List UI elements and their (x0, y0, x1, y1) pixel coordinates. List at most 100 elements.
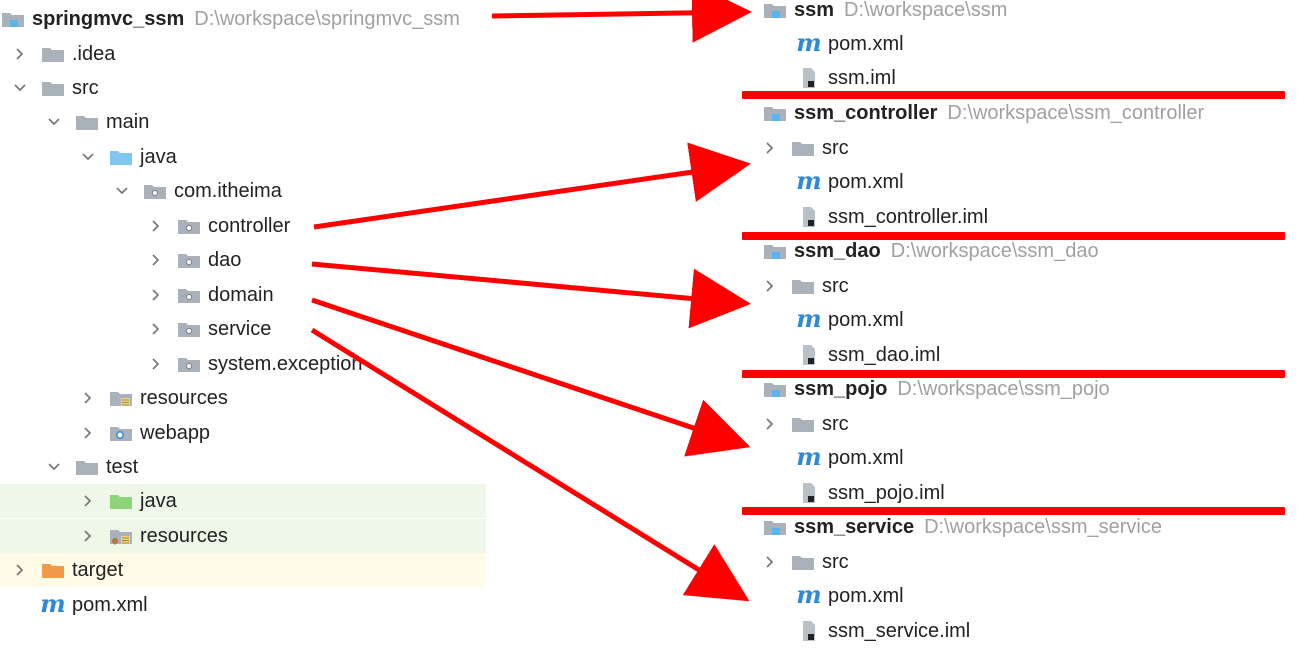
tree-item-label: pom.xml (828, 585, 904, 607)
module-folder-icon (762, 516, 788, 538)
tree-item-test-resources[interactable]: resources (0, 519, 486, 553)
tree-item-domain[interactable]: domain (148, 278, 634, 312)
tree-item-label: src (822, 137, 849, 159)
package-icon (176, 284, 202, 306)
tree-item-controller[interactable]: controller (148, 209, 634, 243)
module-ssm-pojo-src[interactable]: src (762, 407, 1316, 441)
tree-item-system-exception[interactable]: system.exception (148, 347, 634, 381)
chevron-right-icon[interactable] (148, 218, 164, 234)
chevron-right-icon[interactable] (80, 493, 96, 509)
tree-item-label: src (822, 275, 849, 297)
resources-folder-icon (108, 387, 134, 409)
tree-item-src[interactable]: src (12, 71, 498, 105)
module-ssm-service-iml[interactable]: ssm_service.iml (796, 614, 1316, 648)
folder-icon (790, 413, 816, 435)
chevron-right-icon[interactable] (762, 278, 778, 294)
module-ssm-service-pom[interactable]: m pom.xml (796, 579, 1316, 613)
module-folder-icon (762, 240, 788, 262)
tree-spacer (12, 597, 28, 613)
tree-item-test-java[interactable]: java (0, 484, 486, 518)
iml-file-icon (796, 620, 822, 642)
tree-item-dao[interactable]: dao (148, 243, 634, 277)
chevron-down-icon[interactable] (46, 459, 62, 475)
folder-icon (790, 137, 816, 159)
chevron-right-icon[interactable] (762, 140, 778, 156)
module-ssm-dao-iml[interactable]: ssm_dao.iml (796, 338, 1316, 372)
module-ssm-controller-pom[interactable]: m pom.xml (796, 165, 1316, 199)
module-ssm-pojo-iml[interactable]: ssm_pojo.iml (796, 476, 1316, 510)
module-ssm-pom[interactable]: m pom.xml (796, 27, 1316, 61)
module-ssm-dao-pom[interactable]: m pom.xml (796, 303, 1316, 337)
tree-item-resources-main[interactable]: resources (80, 381, 566, 415)
chevron-right-icon[interactable] (12, 46, 28, 62)
tree-item-pom[interactable]: m pom.xml (12, 588, 498, 622)
module-name: ssm_dao (794, 240, 881, 262)
module-separator (742, 507, 1285, 515)
left-root-row[interactable]: springmvc_ssm D:\workspace\springmvc_ssm (0, 2, 486, 36)
tree-item-webapp[interactable]: webapp (80, 416, 566, 450)
maven-file-icon: m (796, 442, 822, 471)
module-ssm-service-root[interactable]: ssm_service D:\workspace\ssm_service (762, 510, 1316, 544)
chevron-down-icon[interactable] (114, 183, 130, 199)
tree-item-label: ssm_service.iml (828, 620, 971, 642)
module-name: ssm_service (794, 516, 915, 538)
tree-item-java-main[interactable]: java (80, 140, 566, 174)
chevron-right-icon[interactable] (148, 287, 164, 303)
root-to-ssm-arrow (491, 0, 752, 43)
tree-item-label: java (140, 146, 177, 168)
chevron-right-icon[interactable] (148, 252, 164, 268)
module-ssm-iml[interactable]: ssm.iml (796, 61, 1316, 95)
tree-item-label: main (106, 111, 150, 133)
tree-item-label: controller (208, 215, 291, 237)
module-ssm-pojo-pom[interactable]: m pom.xml (796, 441, 1316, 475)
module-ssm-dao-src[interactable]: src (762, 269, 1316, 303)
folder-icon (790, 551, 816, 573)
chevron-right-icon[interactable] (148, 321, 164, 337)
package-icon (176, 318, 202, 340)
tree-item-label: service (208, 318, 272, 340)
tree-item-idea[interactable]: .idea (12, 37, 498, 71)
chevron-right-icon[interactable] (148, 356, 164, 372)
module-ssm-controller-src[interactable]: src (762, 131, 1316, 165)
module-ssm-pojo-root[interactable]: ssm_pojo D:\workspace\ssm_pojo (762, 372, 1316, 406)
tree-item-label: src (822, 551, 849, 573)
module-path: D:\workspace\ssm_pojo (897, 378, 1110, 400)
tree-item-target[interactable]: target (0, 553, 486, 587)
package-icon (176, 215, 202, 237)
iml-file-icon (796, 482, 822, 504)
test-source-folder-icon (108, 490, 134, 512)
chevron-right-icon[interactable] (80, 390, 96, 406)
tree-item-service[interactable]: service (148, 312, 634, 346)
module-ssm-controller-iml[interactable]: ssm_controller.iml (796, 200, 1316, 234)
chevron-down-icon[interactable] (46, 114, 62, 130)
chevron-right-icon[interactable] (80, 425, 96, 441)
module-ssm-root[interactable]: ssm D:\workspace\ssm (762, 0, 1316, 27)
chevron-right-icon[interactable] (12, 562, 28, 578)
chevron-down-icon[interactable] (12, 80, 28, 96)
tree-item-label: ssm_dao.iml (828, 344, 941, 366)
tree-item-com-itheima[interactable]: com.itheima (114, 174, 600, 208)
excluded-folder-icon (40, 559, 66, 581)
module-name: ssm_controller (794, 102, 938, 124)
test-resources-folder-icon (108, 525, 134, 547)
package-icon (142, 180, 168, 202)
chevron-right-icon[interactable] (762, 416, 778, 432)
chevron-down-icon[interactable] (80, 149, 96, 165)
module-separator (742, 232, 1285, 240)
tree-item-test[interactable]: test (46, 450, 532, 484)
iml-file-icon (796, 206, 822, 228)
tree-item-label: pom.xml (828, 171, 904, 193)
module-ssm-controller-root[interactable]: ssm_controller D:\workspace\ssm_controll… (762, 96, 1316, 130)
module-ssm-dao-root[interactable]: ssm_dao D:\workspace\ssm_dao (762, 234, 1316, 268)
package-icon (176, 249, 202, 271)
iml-file-icon (796, 67, 822, 89)
chevron-right-icon[interactable] (762, 554, 778, 570)
tree-item-label: pom.xml (72, 594, 148, 616)
module-path: D:\workspace\ssm (844, 0, 1008, 21)
tree-item-label: src (72, 77, 99, 99)
iml-file-icon (796, 344, 822, 366)
chevron-right-icon[interactable] (80, 528, 96, 544)
tree-item-main[interactable]: main (46, 105, 532, 139)
source-folder-icon (108, 146, 134, 168)
module-ssm-service-src[interactable]: src (762, 545, 1316, 579)
